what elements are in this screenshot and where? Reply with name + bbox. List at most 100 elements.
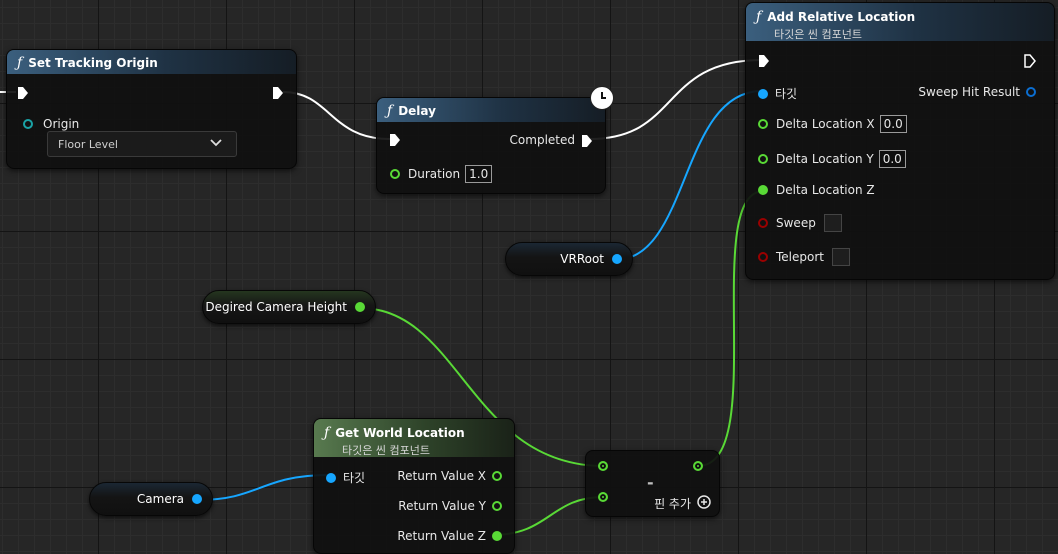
node-get-world-location[interactable]: ƒ Get World Location 타깃은 씬 컴포넌트 타깃 Return…	[313, 418, 515, 554]
subtract-operator: -	[647, 473, 654, 492]
chevron-down-icon	[210, 138, 222, 151]
node-set-tracking-origin[interactable]: ƒ Set Tracking Origin Origin Floor Level	[6, 49, 297, 169]
object-pin-icon[interactable]	[192, 494, 202, 504]
variable-node-desired-camera-height[interactable]: Degired Camera Height	[202, 290, 376, 324]
exec-pin-outline-icon	[1024, 54, 1036, 68]
origin-dropdown[interactable]: Floor Level	[47, 131, 237, 157]
return-y-label: Return Value Y	[398, 499, 486, 513]
variable-label: VRRoot	[560, 252, 604, 266]
subtract-output-pin[interactable]	[693, 461, 703, 471]
function-icon: ƒ	[387, 103, 393, 119]
node-header[interactable]: ƒ Set Tracking Origin	[7, 50, 296, 74]
float-pin-icon	[492, 531, 502, 541]
float-pin-icon[interactable]	[355, 302, 365, 312]
completed-label: Completed	[509, 133, 575, 147]
node-subtract[interactable]: - 핀 추가	[585, 450, 720, 517]
teleport-checkbox[interactable]	[832, 248, 850, 266]
subtract-input-a-pin[interactable]	[598, 461, 608, 471]
origin-pin[interactable]: Origin	[23, 117, 79, 131]
delta-y-input[interactable]: 0.0	[878, 150, 906, 168]
teleport-pin[interactable]: Teleport	[758, 248, 850, 266]
node-header[interactable]: ƒ Delay	[377, 98, 605, 122]
function-icon: ƒ	[756, 9, 762, 25]
origin-dropdown-value: Floor Level	[58, 137, 118, 151]
target-label: 타깃	[343, 471, 366, 485]
return-x-pin[interactable]: Return Value X	[397, 469, 502, 483]
delta-z-pin[interactable]: Delta Location Z	[758, 183, 875, 197]
node-delay[interactable]: ƒ Delay Completed Duration 1.0	[376, 97, 606, 194]
sweep-hit-result-label: Sweep Hit Result	[918, 85, 1020, 99]
add-pin-label: 핀 추가	[654, 497, 691, 511]
return-y-pin[interactable]: Return Value Y	[398, 499, 502, 513]
bool-pin-icon	[758, 218, 768, 228]
function-icon: ƒ	[324, 425, 330, 441]
delta-x-pin[interactable]: Delta Location X 0.0	[758, 115, 907, 133]
variable-label: Camera	[136, 492, 184, 506]
delta-x-input[interactable]: 0.0	[879, 115, 907, 133]
node-title: Get World Location	[335, 426, 465, 440]
float-pin-icon	[390, 169, 400, 179]
node-title: Add Relative Location	[767, 10, 916, 24]
node-title: Delay	[398, 104, 436, 118]
bool-pin-icon	[758, 252, 768, 262]
operator-label: -	[647, 473, 654, 492]
variable-label: Degired Camera Height	[205, 300, 347, 314]
delta-y-pin[interactable]: Delta Location Y 0.0	[758, 150, 906, 168]
node-subtitle: 타깃은 씬 컴포넌트	[774, 28, 862, 41]
sweep-pin[interactable]: Sweep	[758, 214, 842, 232]
exec-pin-icon	[272, 86, 284, 99]
object-wire-camera-to-target	[197, 474, 331, 501]
teleport-label: Teleport	[776, 250, 824, 264]
target-pin[interactable]: 타깃	[758, 85, 797, 102]
sweep-hit-result-pin[interactable]: Sweep Hit Result	[918, 85, 1036, 99]
function-icon: ƒ	[17, 55, 23, 71]
object-wire-vrroot-to-target	[614, 90, 763, 261]
delta-z-label: Delta Location Z	[776, 183, 875, 197]
exec-out-pin[interactable]	[272, 86, 284, 99]
node-add-relative-location[interactable]: ƒ Add Relative Location 타깃은 씬 컴포넌트 타깃 Swe…	[745, 2, 1055, 280]
float-pin-icon	[758, 119, 768, 129]
completed-exec-out-pin[interactable]: Completed	[510, 133, 593, 147]
return-x-label: Return Value X	[397, 469, 486, 483]
subtract-input-b-pin[interactable]	[598, 492, 608, 502]
duration-input[interactable]: 1.0	[465, 165, 493, 183]
variable-node-vrroot[interactable]: VRRoot	[505, 242, 633, 276]
exec-in-pin[interactable]	[758, 54, 770, 67]
origin-label: Origin	[43, 117, 80, 131]
clock-icon	[590, 86, 614, 110]
float-pin-icon	[758, 185, 768, 195]
exec-wire-delay-to-add-location	[589, 59, 763, 140]
node-header[interactable]: ƒ Get World Location 타깃은 씬 컴포넌트	[314, 419, 514, 457]
float-pin-icon	[492, 471, 502, 481]
exec-pin-icon	[758, 54, 770, 67]
object-pin-icon	[758, 88, 768, 99]
exec-in-pin[interactable]	[389, 133, 401, 146]
add-pin-button[interactable]: 핀 추가	[654, 495, 711, 512]
target-pin[interactable]: 타깃	[326, 469, 365, 486]
plus-circle-icon	[697, 495, 711, 512]
return-z-pin[interactable]: Return Value Z	[397, 529, 502, 543]
exec-pin-icon	[581, 134, 593, 147]
exec-out-pin[interactable]	[1024, 54, 1036, 68]
struct-pin-icon	[1026, 87, 1036, 97]
exec-pin-icon	[17, 86, 29, 99]
node-title: Set Tracking Origin	[28, 56, 158, 70]
float-pin-icon	[492, 501, 502, 511]
float-pin-icon	[758, 154, 768, 164]
variable-node-camera[interactable]: Camera	[89, 482, 213, 516]
delta-x-label: Delta Location X	[776, 117, 875, 131]
node-header[interactable]: ƒ Add Relative Location 타깃은 씬 컴포넌트	[746, 3, 1054, 41]
object-pin-icon	[326, 472, 336, 483]
exec-in-pin[interactable]	[17, 86, 29, 99]
float-pin-icon	[693, 461, 703, 471]
exec-wire-tracking-to-delay	[282, 91, 391, 140]
sweep-checkbox[interactable]	[823, 214, 842, 232]
duration-pin[interactable]: Duration 1.0	[390, 165, 493, 183]
float-pin-icon	[598, 461, 608, 471]
object-pin-icon[interactable]	[612, 254, 622, 264]
sweep-label: Sweep	[776, 216, 816, 230]
exec-pin-icon	[389, 133, 401, 146]
delta-y-label: Delta Location Y	[776, 152, 874, 166]
node-subtitle: 타깃은 씬 컴포넌트	[342, 444, 430, 457]
struct-pin-icon	[23, 119, 33, 129]
